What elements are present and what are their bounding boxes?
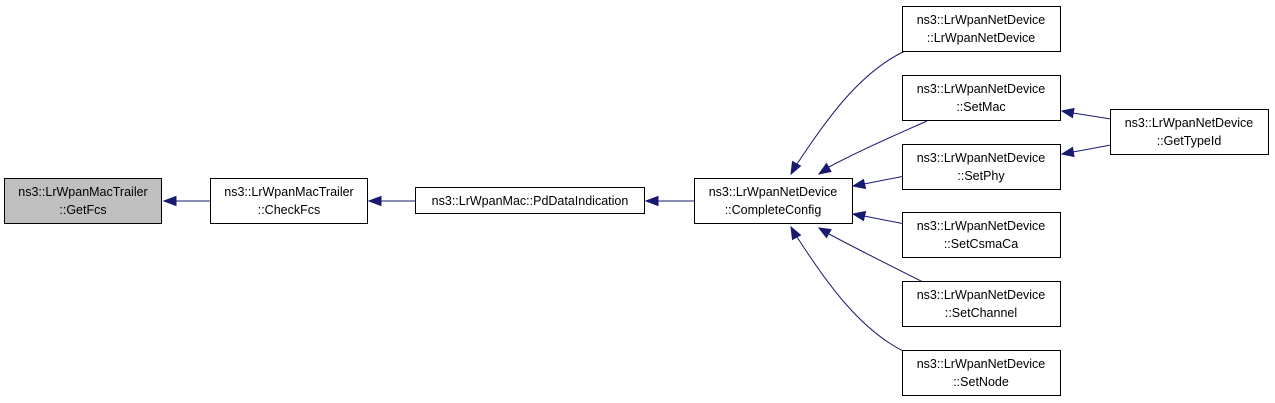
node-pddataindication-line1: ns3::LrWpanMac::PdDataIndication [432, 194, 629, 208]
node-setcsmaca[interactable]: ns3::LrWpanNetDevice ::SetCsmaCa [902, 212, 1061, 258]
node-gettypeid-box [1110, 109, 1269, 155]
arrowhead-completeconfig-from-ctor [790, 160, 802, 176]
node-gettypeid-line2: ::GetTypeId [1157, 134, 1222, 148]
arrowhead-pddataindication [644, 195, 659, 207]
node-setmac-box [902, 75, 1061, 121]
arrowhead-completeconfig-from-setcsmaca [851, 210, 867, 222]
node-setchannel-line1: ns3::LrWpanNetDevice [917, 288, 1046, 302]
node-setnode-box [902, 350, 1061, 396]
node-completeconfig-box [694, 178, 853, 224]
arrowhead-setmac [1060, 107, 1075, 119]
arrowhead-completeconfig-from-setmac [817, 162, 832, 175]
node-setmac[interactable]: ns3::LrWpanNetDevice ::SetMac [902, 75, 1061, 121]
node-ctor-line1: ns3::LrWpanNetDevice [917, 13, 1046, 27]
node-setphy-box [902, 144, 1061, 190]
node-setphy-line1: ns3::LrWpanNetDevice [917, 151, 1046, 165]
node-getfcs-line2: ::GetFcs [59, 203, 106, 217]
node-getfcs-box [4, 178, 162, 224]
node-setchannel[interactable]: ns3::LrWpanNetDevice ::SetChannel [902, 281, 1061, 327]
arrowhead-completeconfig-from-setphy [851, 178, 867, 190]
edge-setphy-to-completeconfig [863, 175, 906, 185]
node-setchannel-box [902, 281, 1061, 327]
node-setnode-line2: ::SetNode [953, 375, 1009, 389]
edge-ctor-to-completeconfig [796, 50, 906, 165]
node-completeconfig-line1: ns3::LrWpanNetDevice [709, 185, 838, 199]
node-getfcs-line1: ns3::LrWpanMacTrailer [18, 185, 147, 199]
node-setmac-line2: ::SetMac [956, 100, 1005, 114]
edge-gettypeid-to-setphy [1072, 144, 1112, 153]
node-setcsmaca-line2: ::SetCsmaCa [944, 237, 1018, 251]
node-ctor-box [902, 6, 1061, 52]
node-setphy[interactable]: ns3::LrWpanNetDevice ::SetPhy [902, 144, 1061, 190]
edge-gettypeid-to-setmac [1072, 112, 1112, 120]
arrowhead-completeconfig-from-setchannel [817, 227, 832, 239]
arrowhead-checkfcs [367, 195, 382, 207]
node-setcsmaca-line1: ns3::LrWpanNetDevice [917, 219, 1046, 233]
node-checkfcs-line2: ::CheckFcs [258, 203, 321, 217]
edge-setchannel-to-completeconfig [828, 233, 928, 285]
node-setmac-line1: ns3::LrWpanNetDevice [917, 82, 1046, 96]
node-checkfcs-box [210, 178, 368, 224]
node-setnode-line1: ns3::LrWpanNetDevice [917, 357, 1046, 371]
node-setphy-line2: ::SetPhy [957, 169, 1005, 183]
node-pddataindication-box [415, 187, 645, 214]
node-checkfcs[interactable]: ns3::LrWpanMacTrailer ::CheckFcs [210, 178, 368, 224]
arrowhead-completeconfig-from-setnode [790, 225, 802, 241]
node-completeconfig-line2: ::CompleteConfig [725, 203, 822, 217]
node-ctor-line2: ::LrWpanNetDevice [927, 31, 1035, 45]
edges [162, 50, 1112, 353]
node-checkfcs-line1: ns3::LrWpanMacTrailer [224, 185, 353, 199]
node-completeconfig[interactable]: ns3::LrWpanNetDevice ::CompleteConfig [694, 178, 853, 224]
node-gettypeid-line1: ns3::LrWpanNetDevice [1125, 116, 1254, 130]
arrowhead-getfcs [162, 195, 177, 207]
edge-setcsmaca-to-completeconfig [863, 215, 906, 225]
node-ctor[interactable]: ns3::LrWpanNetDevice ::LrWpanNetDevice [902, 6, 1061, 52]
node-gettypeid[interactable]: ns3::LrWpanNetDevice ::GetTypeId [1110, 109, 1269, 155]
node-getfcs[interactable]: ns3::LrWpanMacTrailer ::GetFcs [4, 178, 162, 224]
edge-setnode-to-completeconfig [796, 236, 906, 353]
arrowhead-setphy [1060, 146, 1075, 158]
node-pddataindication[interactable]: ns3::LrWpanMac::PdDataIndication [415, 187, 645, 214]
node-setchannel-line2: ::SetChannel [945, 306, 1017, 320]
node-setcsmaca-box [902, 212, 1061, 258]
node-setnode[interactable]: ns3::LrWpanNetDevice ::SetNode [902, 350, 1061, 396]
edge-setmac-to-completeconfig [828, 120, 928, 168]
